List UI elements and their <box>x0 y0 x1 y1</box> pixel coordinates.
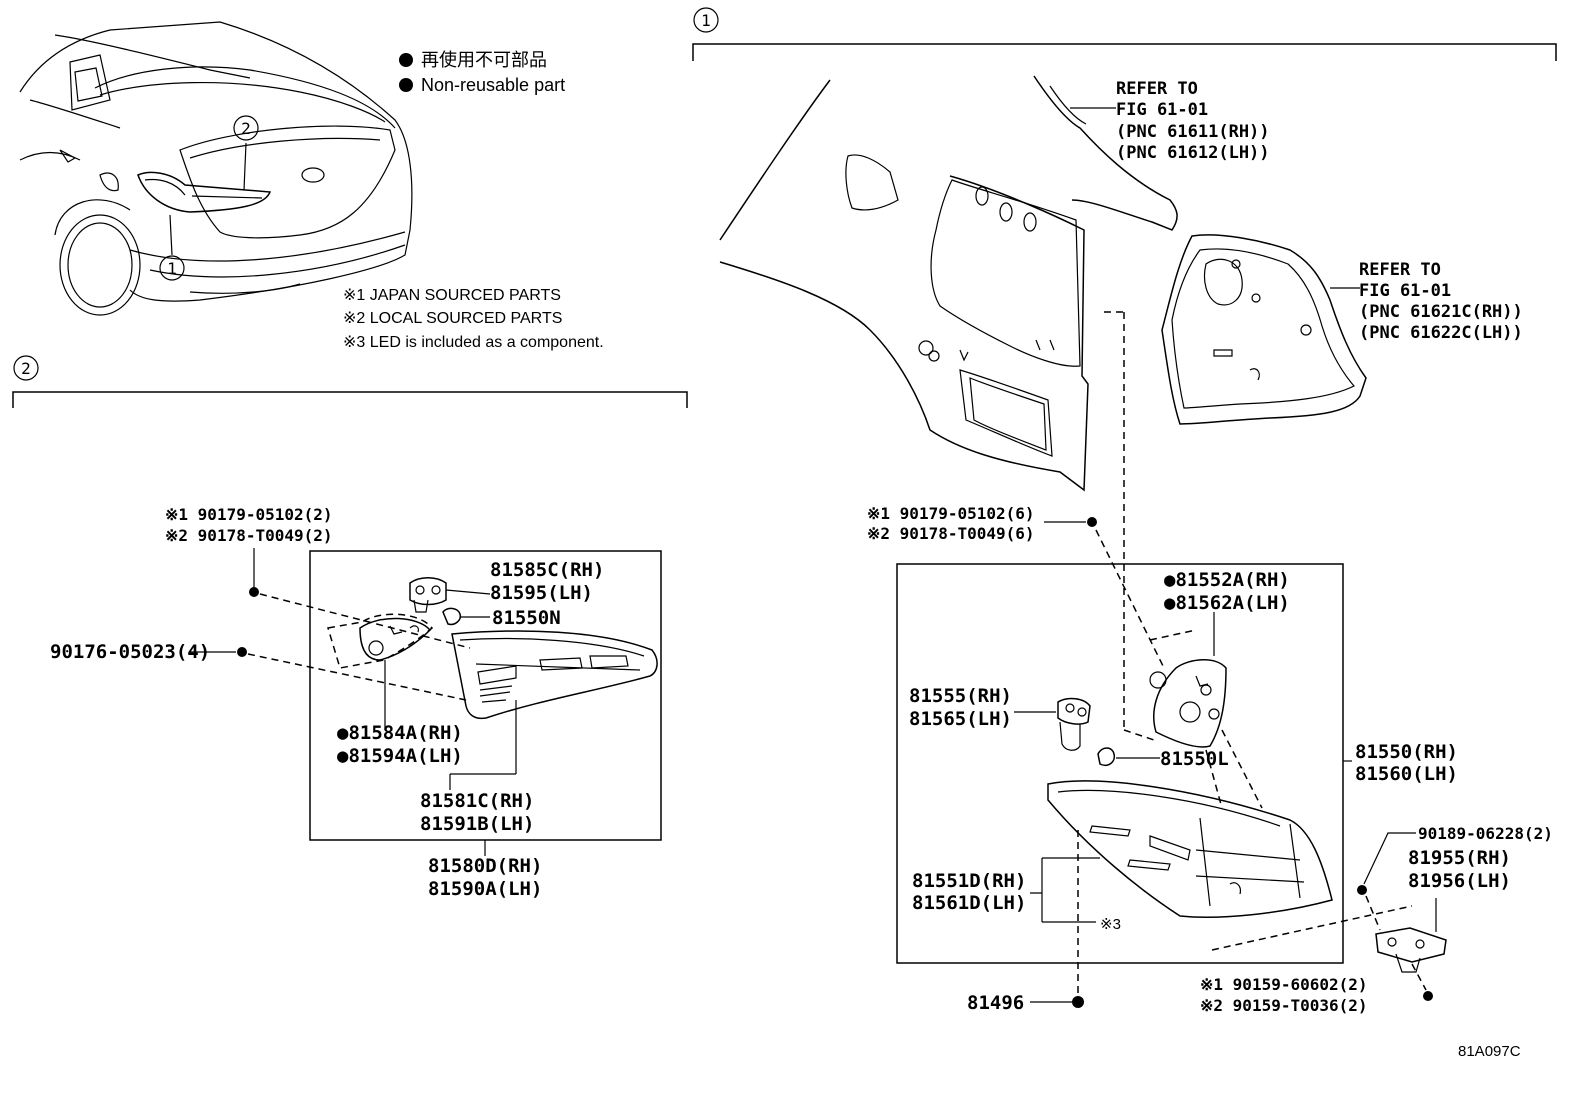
part-81496: 81496 <box>967 992 1024 1014</box>
legend-japanese: 再使用不可部品 <box>421 50 547 70</box>
screw-icon <box>249 587 259 597</box>
sec1-screw-c2: ※2 90159-T0036(2) <box>1200 996 1368 1015</box>
part-81591b: 81591B(LH) <box>420 813 534 835</box>
part-81585c: 81585C(RH) <box>490 559 604 581</box>
sec2-screw-a1: ※1 90179-05102(2) <box>165 505 333 524</box>
refer1-line4: (PNC 61612(LH)) <box>1116 143 1270 163</box>
clip-81496-icon <box>1072 996 1084 1008</box>
refer2-line3: (PNC 61621C(RH)) <box>1359 302 1523 322</box>
part-81956: 81956(LH) <box>1408 870 1511 892</box>
non-reusable-bullet-icon <box>399 78 413 92</box>
note-japan-sourced: ※1 JAPAN SOURCED PARTS <box>343 287 561 304</box>
callout-2: 2 <box>241 119 251 138</box>
clip-icon <box>237 647 247 657</box>
refer1-line3: (PNC 61611(RH)) <box>1116 122 1270 142</box>
bulb-81550l-icon <box>1097 747 1116 766</box>
callout-1: 1 <box>167 259 177 278</box>
quarter-panel-illustration <box>719 75 1178 492</box>
part-81562a: ●81562A(LH) <box>1164 592 1290 614</box>
part-81560: 81560(LH) <box>1355 763 1458 785</box>
part-81590a: 81590A(LH) <box>428 878 542 900</box>
inner-panel-illustration <box>1161 234 1367 425</box>
screw-icon <box>1357 885 1367 895</box>
gasket-81552a <box>1149 612 1227 748</box>
part-81565: 81565(LH) <box>909 708 1012 730</box>
sec2-screw-b: 90176-05023(4) <box>50 641 210 663</box>
bracket-81955 <box>1375 898 1447 973</box>
socket-wire-81585c <box>409 577 491 613</box>
part-81550: 81550(RH) <box>1355 741 1458 763</box>
socket-wire-81555 <box>1014 697 1091 751</box>
section-1-bracket <box>692 43 1557 61</box>
part-90189: 90189-06228(2) <box>1418 824 1553 843</box>
part-81580d: 81580D(RH) <box>428 855 542 877</box>
section-2-badge <box>13 355 39 381</box>
part-81551d: 81551D(RH) <box>912 870 1026 892</box>
sec1-screw-a1: ※1 90179-05102(6) <box>867 504 1035 523</box>
part-81581c: 81581C(RH) <box>420 790 534 812</box>
legend-english: Non-reusable part <box>421 75 565 95</box>
refer2-line1: REFER TO <box>1359 260 1441 280</box>
part-81595: 81595(LH) <box>490 582 593 604</box>
note-led: ※3 LED is included as a component. <box>343 334 604 351</box>
part-81584a: ●81584A(RH) <box>337 722 463 744</box>
figure-code: 81A097C <box>1458 1043 1521 1060</box>
non-reusable-bullet-icon <box>399 53 413 67</box>
section-2-number: 2 <box>21 359 31 378</box>
part-81550n: 81550N <box>492 607 561 629</box>
refer1-line2: FIG 61-01 <box>1116 100 1208 120</box>
note-3-marker: ※3 <box>1100 916 1121 933</box>
refer1-line1: REFER TO <box>1116 79 1198 99</box>
screw-icon <box>1087 517 1097 527</box>
part-81594a: ●81594A(LH) <box>337 745 463 767</box>
part-81555: 81555(RH) <box>909 685 1012 707</box>
part-81561d: 81561D(LH) <box>912 892 1026 914</box>
lens-81551d <box>1047 780 1333 918</box>
nut-icon <box>1423 991 1433 1001</box>
sec1-assembly-box <box>896 563 1344 964</box>
sec2-screw-a2: ※2 90178-T0049(2) <box>165 526 333 545</box>
note-local-sourced: ※2 LOCAL SOURCED PARTS <box>343 310 562 327</box>
part-81550l: 81550L <box>1160 748 1229 770</box>
part-81552a: ●81552A(RH) <box>1164 569 1290 591</box>
section-1-number: 1 <box>701 11 711 30</box>
sec1-screw-c1: ※1 90159-60602(2) <box>1200 975 1368 994</box>
bulb-81550n-icon <box>442 607 462 626</box>
refer2-line2: FIG 61-01 <box>1359 281 1451 301</box>
section-1-badge <box>693 7 719 33</box>
part-81955: 81955(RH) <box>1408 847 1511 869</box>
refer2-line4: (PNC 61622C(LH)) <box>1359 323 1523 343</box>
lens-81581c <box>451 630 658 774</box>
sec1-screw-a2: ※2 90178-T0049(6) <box>867 524 1035 543</box>
section-2-bracket <box>12 391 688 408</box>
car-overview-illustration <box>19 21 413 316</box>
